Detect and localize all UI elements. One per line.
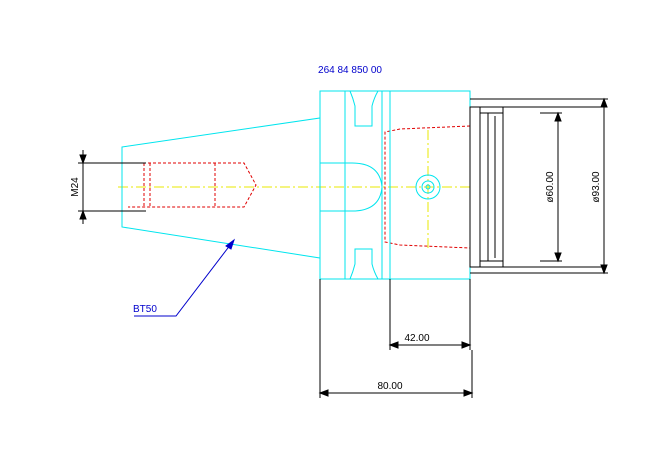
bt50-leader-line bbox=[134, 239, 235, 317]
m24-arrow-top bbox=[79, 154, 87, 165]
dim42-label: 42.00 bbox=[404, 333, 429, 344]
d60-label: ø60.00 bbox=[545, 171, 556, 203]
dim80-arrow-right bbox=[463, 389, 474, 397]
v-groove-bottom bbox=[349, 248, 379, 280]
body-bore-hidden bbox=[384, 125, 471, 249]
center-lines bbox=[118, 130, 472, 248]
nut-groove-top bbox=[480, 107, 504, 114]
flange-body bbox=[319, 90, 471, 280]
thread-bore-hidden bbox=[128, 162, 257, 208]
dimensions bbox=[78, 97, 608, 398]
cross-hole-core bbox=[425, 184, 431, 190]
m24-arrow-bottom bbox=[79, 209, 87, 220]
drive-slot bbox=[320, 162, 383, 212]
dim42-arrow-left bbox=[388, 341, 399, 349]
nut-outline bbox=[469, 106, 605, 268]
m24-label: M24 bbox=[70, 177, 81, 197]
dim80-arrow-left bbox=[318, 389, 329, 397]
part-outline bbox=[121, 90, 471, 280]
cross-hole-outer bbox=[415, 174, 441, 200]
d93-arrow-top bbox=[600, 97, 608, 108]
taper-shank bbox=[121, 117, 321, 259]
d60-arrow-bottom bbox=[554, 252, 562, 263]
bt50-leader-arrow bbox=[225, 238, 235, 250]
bt50-label: BT50 bbox=[133, 304, 157, 315]
dim80-label: 80.00 bbox=[377, 381, 402, 392]
bt50-leader bbox=[134, 238, 235, 317]
cross-hole-inner bbox=[421, 180, 435, 194]
d93-arrow-bottom bbox=[600, 264, 608, 275]
d93-label: ø93.00 bbox=[591, 171, 602, 203]
dim42-arrow-right bbox=[461, 341, 472, 349]
d60-arrow-top bbox=[554, 111, 562, 122]
clamp-nut bbox=[469, 106, 605, 268]
v-groove-top bbox=[349, 90, 379, 127]
hidden-lines bbox=[128, 125, 471, 249]
part-number-label: 264 84 850 00 bbox=[318, 65, 382, 76]
nut-groove-bottom bbox=[480, 260, 504, 267]
